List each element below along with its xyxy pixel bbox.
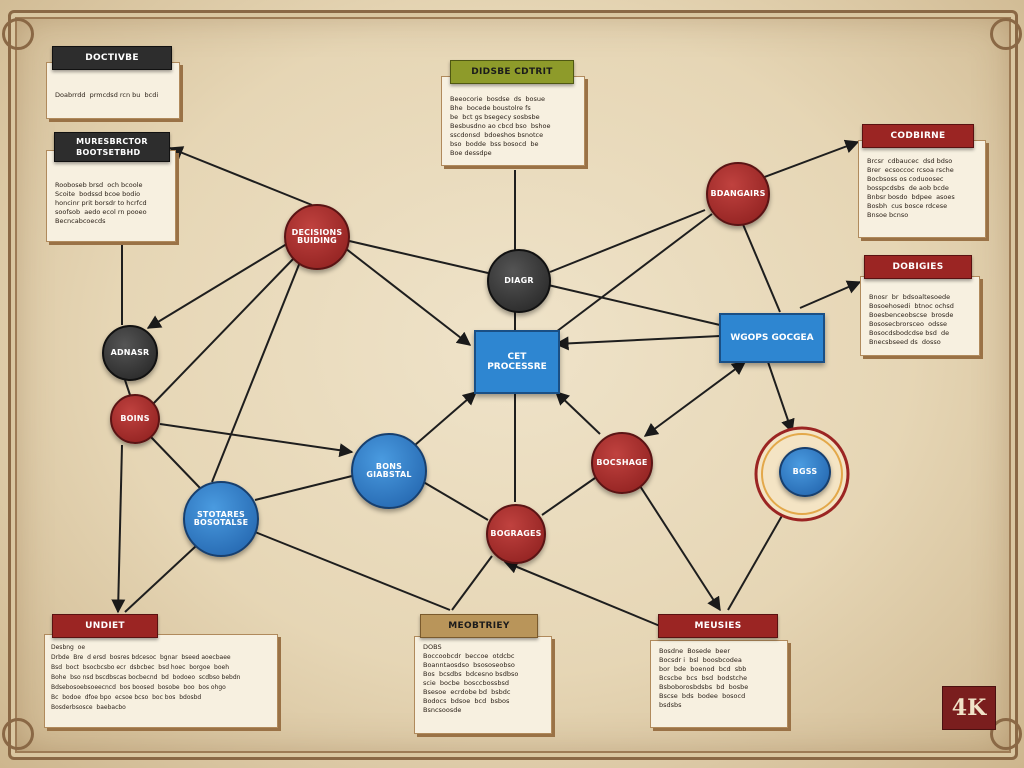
edge bbox=[146, 241, 291, 329]
card-title: CODBIRNE bbox=[862, 124, 974, 148]
edge bbox=[419, 479, 489, 521]
edge bbox=[741, 221, 781, 313]
edge bbox=[344, 239, 489, 274]
node-left-red[interactable]: DECISIONS BUIDING bbox=[284, 204, 350, 270]
node-right-red-mid[interactable]: BOCSHAGE bbox=[591, 432, 653, 494]
node-label: BONS GIABSTAL bbox=[366, 461, 412, 479]
edge bbox=[151, 255, 297, 406]
edge bbox=[547, 284, 721, 326]
card-title: MEUSIES bbox=[658, 614, 778, 638]
edge bbox=[767, 361, 795, 434]
edge bbox=[414, 391, 478, 446]
edge bbox=[541, 477, 596, 516]
card-body: DOBS Boccoobcdr beccoe otdcbc Boanntaosd… bbox=[423, 643, 519, 714]
card-top-center: Beeocorie bosdse ds bosue Bhe bocede bou… bbox=[441, 76, 585, 166]
edge bbox=[159, 423, 354, 458]
edge bbox=[149, 435, 201, 489]
card-body: Desbng oe Drbde Bre d ersd bosres bdceso… bbox=[51, 644, 241, 711]
node-label: WGOPS GOCGEA bbox=[730, 333, 814, 343]
edge bbox=[554, 335, 721, 351]
resolution-badge: 4K bbox=[942, 686, 996, 730]
node-ring-blue[interactable]: BGSS bbox=[779, 447, 831, 497]
edge bbox=[761, 139, 860, 179]
card-body: Beeocorie bosdse ds bosue Bhe bocede bou… bbox=[450, 95, 551, 157]
card-body: Bnosr br bdsoaltesoede Bosoehosedi btnoc… bbox=[869, 293, 954, 346]
card-left-mid: Rooboseb brsd och bcoole Scoite bodssd b… bbox=[46, 150, 176, 242]
edge bbox=[211, 261, 301, 483]
card-title: DOCTIVBE bbox=[52, 46, 172, 70]
edge bbox=[554, 391, 601, 435]
edge bbox=[799, 280, 862, 309]
node-left-small-red[interactable]: BOINS bbox=[110, 394, 160, 444]
card-bottom-center: DOBS Boccoobcdr beccoe otdcbc Boanntaosd… bbox=[414, 636, 552, 734]
node-label: BDANGAIRS bbox=[710, 188, 766, 198]
node-center-blue[interactable]: BONS GIABSTAL bbox=[351, 433, 427, 509]
node-bottom-red[interactable]: BOGRAGES bbox=[486, 504, 546, 564]
card-title: MEOBTRIEY bbox=[420, 614, 538, 638]
edge bbox=[503, 560, 661, 627]
card-title: MURESBRCTOR BOOTSETBHD bbox=[54, 132, 170, 162]
card-title: DIDSBE CDTRIT bbox=[450, 60, 574, 84]
card-top-left: Doabrrdd prmcdsd rcn bu bcdi bbox=[46, 62, 180, 119]
node-label: BGSS bbox=[792, 466, 818, 476]
card-body: Bosdne Bosede beer Bocsdr i bsl boosbcod… bbox=[659, 647, 749, 709]
edge bbox=[254, 475, 353, 501]
node-label: BOINS bbox=[120, 413, 150, 423]
edge bbox=[168, 146, 313, 206]
node-label: CET PROCESSRE bbox=[487, 352, 547, 372]
edge bbox=[344, 247, 472, 346]
card-body: Doabrrdd prmcdsd rcn bu bcdi bbox=[55, 91, 159, 99]
node-label: ADNASR bbox=[110, 347, 150, 357]
node-label: STOTARES BOSOTALSE bbox=[193, 509, 249, 527]
node-top-center[interactable]: DIAGR bbox=[487, 249, 551, 313]
edge bbox=[124, 379, 131, 396]
edge bbox=[111, 444, 126, 614]
card-top-right: Brcsr cdbaucec dsd bdso Brer ecsoccoc rc… bbox=[858, 140, 986, 238]
node-left-big-blue[interactable]: STOTARES BOSOTALSE bbox=[183, 481, 259, 557]
node-label: BOCSHAGE bbox=[596, 457, 648, 467]
edge bbox=[451, 555, 493, 611]
node-left-dark[interactable]: ADNASR bbox=[102, 325, 158, 381]
card-body: Rooboseb brsd och bcoole Scoite bodssd b… bbox=[55, 181, 147, 225]
node-label: DIAGR bbox=[504, 275, 534, 285]
edge bbox=[254, 531, 451, 611]
node-right-red-top[interactable]: BDANGAIRS bbox=[706, 162, 770, 226]
node-right-process[interactable]: WGOPS GOCGEA bbox=[719, 313, 825, 363]
card-body: Brcsr cdbaucec dsd bdso Brer ecsoccoc rc… bbox=[867, 157, 955, 219]
edge bbox=[124, 545, 197, 613]
card-title: DOBIGIES bbox=[864, 255, 972, 279]
card-title: UNDIET bbox=[52, 614, 158, 638]
node-center-process[interactable]: CET PROCESSRE bbox=[474, 330, 560, 394]
edge bbox=[549, 209, 706, 273]
card-mid-right: Bnosr br bdsoaltesoede Bosoehosedi btnoc… bbox=[860, 276, 980, 356]
edge bbox=[551, 213, 713, 336]
node-label: DECISIONS BUIDING bbox=[291, 227, 343, 245]
edge bbox=[639, 485, 721, 612]
card-bottom-right: Bosdne Bosede beer Bocsdr i bsl boosbcod… bbox=[650, 640, 788, 728]
card-bottom-left: Desbng oe Drbde Bre d ersd bosres bdceso… bbox=[44, 634, 278, 728]
node-label: BOGRAGES bbox=[490, 528, 542, 538]
edge bbox=[643, 361, 747, 437]
